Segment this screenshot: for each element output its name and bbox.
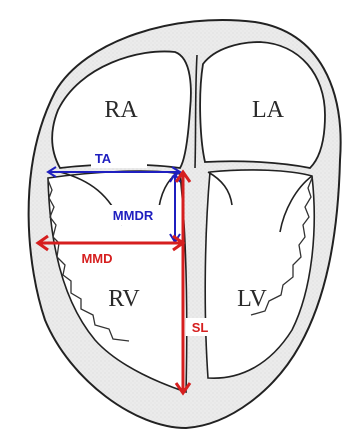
mmd-label: MMD — [81, 251, 112, 266]
label-lv: LV — [237, 286, 267, 312]
label-rv: RV — [108, 286, 140, 312]
mmdr-label: MMDR — [113, 208, 154, 223]
sl-label: SL — [192, 320, 209, 335]
label-la: LA — [252, 97, 285, 123]
ta-label: TA — [95, 151, 112, 166]
label-ra: RA — [104, 97, 138, 123]
